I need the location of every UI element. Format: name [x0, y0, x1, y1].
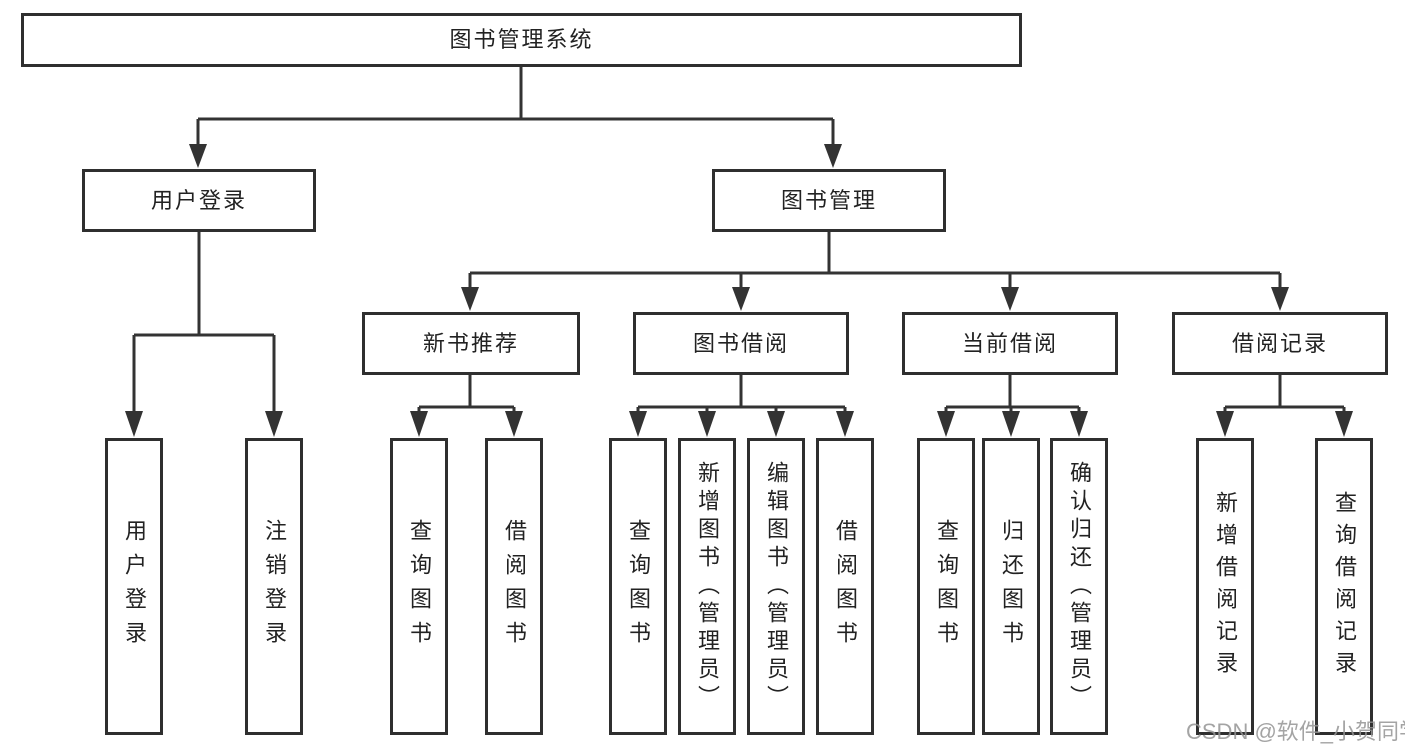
- node-current-borrow: 当前借阅: [902, 312, 1118, 375]
- leaf-query-books-borrow: 查询图书: [609, 438, 667, 735]
- node-book-borrow: 图书借阅: [633, 312, 849, 375]
- node-user-login: 用户登录: [82, 169, 316, 232]
- leaf-confirm-return-admin: 确认归还（管理员）: [1050, 438, 1108, 735]
- csdn-watermark: CSDN @软件_小贺同学: [1186, 719, 1405, 744]
- leaf-borrow-books: 借阅图书: [816, 438, 874, 735]
- node-borrow-records: 借阅记录: [1172, 312, 1388, 375]
- leaf-add-books-admin: 新增图书（管理员）: [678, 438, 736, 735]
- leaf-user-login: 用户登录: [105, 438, 163, 735]
- leaf-query-books-recommend: 查询图书: [390, 438, 448, 735]
- node-root: 图书管理系统: [21, 13, 1022, 67]
- leaf-edit-books-admin: 编辑图书（管理员）: [747, 438, 805, 735]
- leaf-borrow-books-recommend: 借阅图书: [485, 438, 543, 735]
- node-book-management: 图书管理: [712, 169, 946, 232]
- arrowheads: [125, 144, 1353, 437]
- node-new-book-recommend: 新书推荐: [362, 312, 580, 375]
- leaf-logout: 注销登录: [245, 438, 303, 735]
- leaf-return-books: 归还图书: [982, 438, 1040, 735]
- leaf-query-books-current: 查询图书: [917, 438, 975, 735]
- leaf-add-borrow-record: 新增借阅记录: [1196, 438, 1254, 735]
- leaf-query-borrow-record: 查询借阅记录: [1315, 438, 1373, 735]
